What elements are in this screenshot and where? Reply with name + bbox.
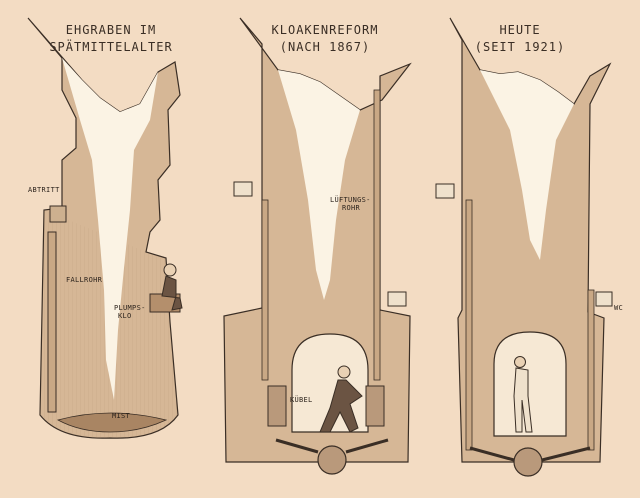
panel-today-title-line-2: (SEIT 1921) bbox=[470, 39, 570, 56]
panel-medieval-title: EHGRABEN IM SPÄTMITTELALTER bbox=[44, 22, 178, 56]
panel-today-title: HEUTE (SEIT 1921) bbox=[470, 22, 570, 56]
label-plumpsklo-line-1: PLUMPS- bbox=[114, 304, 146, 312]
label-lueftungsrohr-line-2: ROHR bbox=[330, 204, 371, 212]
label-abtritt: ABTRITT bbox=[28, 186, 60, 194]
today-main-sewer bbox=[514, 448, 542, 476]
label-lueftungsrohr-line-1: LÜFTUNGS- bbox=[330, 196, 371, 204]
panel-reform-title: KLOAKENREFORM (NACH 1867) bbox=[262, 22, 388, 56]
today-toilet-left bbox=[436, 184, 454, 198]
reform-toilet-right bbox=[388, 292, 406, 306]
label-lueftungsrohr: LÜFTUNGS- ROHR bbox=[330, 196, 371, 212]
worker-head bbox=[338, 366, 350, 378]
panel-reform-title-line-2: (NACH 1867) bbox=[262, 39, 388, 56]
today-downpipe-left bbox=[466, 200, 472, 450]
kuebel-tank-left bbox=[268, 386, 286, 426]
reform-downpipe-left bbox=[262, 200, 268, 380]
kuebel-tank-right bbox=[366, 386, 384, 426]
fallrohr-pipe bbox=[48, 232, 56, 412]
today-toilet-right bbox=[596, 292, 612, 306]
panel-reform-title-line-1: KLOAKENREFORM bbox=[262, 22, 388, 39]
panel-today bbox=[436, 18, 612, 476]
label-mist: MIST bbox=[112, 412, 130, 420]
panel-today-title-line-1: HEUTE bbox=[470, 22, 570, 39]
abtritt-box bbox=[50, 206, 66, 222]
label-plumpsklo: PLUMPS- KLO bbox=[114, 304, 146, 320]
reform-main-sewer bbox=[318, 446, 346, 474]
today-downpipe-right bbox=[588, 290, 594, 450]
panel-medieval bbox=[28, 18, 182, 438]
panel-medieval-title-line-2: SPÄTMITTELALTER bbox=[44, 39, 178, 56]
label-fallrohr: FALLROHR bbox=[66, 276, 102, 284]
panel-medieval-title-line-1: EHGRABEN IM bbox=[44, 22, 178, 39]
label-plumpsklo-line-2: KLO bbox=[114, 312, 146, 320]
label-kuebel: KÜBEL bbox=[290, 396, 313, 404]
label-wc: WC bbox=[614, 304, 623, 312]
panel-reform bbox=[224, 18, 410, 474]
today-person-head bbox=[515, 357, 526, 368]
medieval-person-head bbox=[164, 264, 176, 276]
reform-toilet-left bbox=[234, 182, 252, 196]
reform-vent-pipe bbox=[374, 90, 380, 380]
